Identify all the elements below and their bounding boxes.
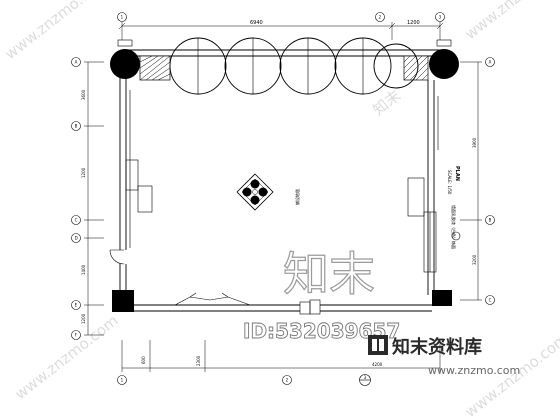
watermark-site-cn: 知末资料库 [392, 336, 482, 358]
grid-bottom-3: 3 [364, 375, 367, 380]
bottom-furniture [174, 296, 251, 306]
watermark-url-top-right: www.znzmo.com [461, 0, 560, 43]
grid-top-2: 2 [379, 15, 382, 20]
watermark-brand-cn: 知末 [283, 247, 375, 301]
column-top-right [429, 49, 459, 79]
top-right-dim: 1200 [407, 20, 420, 26]
right-dim-0: 3900 [472, 137, 477, 148]
bottom-dim-2: 4200 [372, 362, 383, 367]
bottom-dimension: 600 2300 4200 1 2 3 [117, 340, 441, 386]
grid-top-3: 3 [439, 15, 442, 20]
watermark-brand: 知末 [282, 246, 375, 301]
center-label: 铺设地毯 [294, 189, 300, 205]
bottom-dim-0: 600 [141, 356, 146, 364]
plan-side-note: 墙面乳胶漆（白色）饰面 [451, 205, 457, 249]
grid-left-b: B [75, 124, 78, 129]
grid-bottom-1: 1 [121, 378, 124, 383]
left-dim-3: 1200 [81, 313, 86, 324]
left-dimension: 3600 1200 1400 1200 A B C D E F [71, 57, 104, 340]
left-dim-2: 1400 [81, 264, 86, 275]
top-dimension: 6940 1200 1 2 3 [117, 12, 445, 40]
plan-title: PLAN [454, 166, 460, 181]
left-dim-1: 1200 [81, 167, 86, 178]
top-total-dim: 6940 [250, 20, 263, 26]
plan-title-block: PLAN SCALE: 1/50 墙面乳胶漆（白色）饰面 [447, 166, 461, 249]
right-dimension: 3900 3200 A B C [460, 57, 495, 305]
grid-left-f: F [75, 333, 78, 338]
column-bottom-right [432, 290, 452, 306]
right-dim-1: 3200 [472, 254, 477, 265]
grid-left-a: A [75, 60, 78, 65]
walls [109, 49, 452, 315]
left-dim-0: 3600 [81, 89, 86, 100]
plan-scale: SCALE: 1/50 [447, 170, 452, 195]
grid-right-a: A [489, 60, 492, 65]
grid-left-c: C [75, 218, 78, 223]
column-bottom-left [112, 290, 134, 312]
site-logo-icon [368, 335, 388, 355]
site-logo: 知末资料库 www.znzmo.com [368, 335, 520, 377]
grid-left-e: E [75, 303, 78, 308]
grid-right-b: B [489, 218, 492, 223]
grid-bottom-2: 2 [286, 378, 289, 383]
top-curtain-arches [139, 37, 429, 95]
watermark-url-top-left: www.znzmo.com [1, 0, 111, 63]
grid-right-c: C [489, 298, 492, 303]
grid-left-d: D [75, 236, 78, 241]
column-top-left [110, 49, 140, 79]
bottom-dim-1: 2300 [196, 355, 201, 366]
watermark-url-bottom-left: www.znzmo.com [11, 312, 121, 404]
watermark-site-url: www.znzmo.com [428, 364, 520, 377]
grid-top-1: 1 [121, 15, 124, 20]
corner-columns [110, 39, 459, 79]
carpet-medallion [236, 173, 274, 211]
